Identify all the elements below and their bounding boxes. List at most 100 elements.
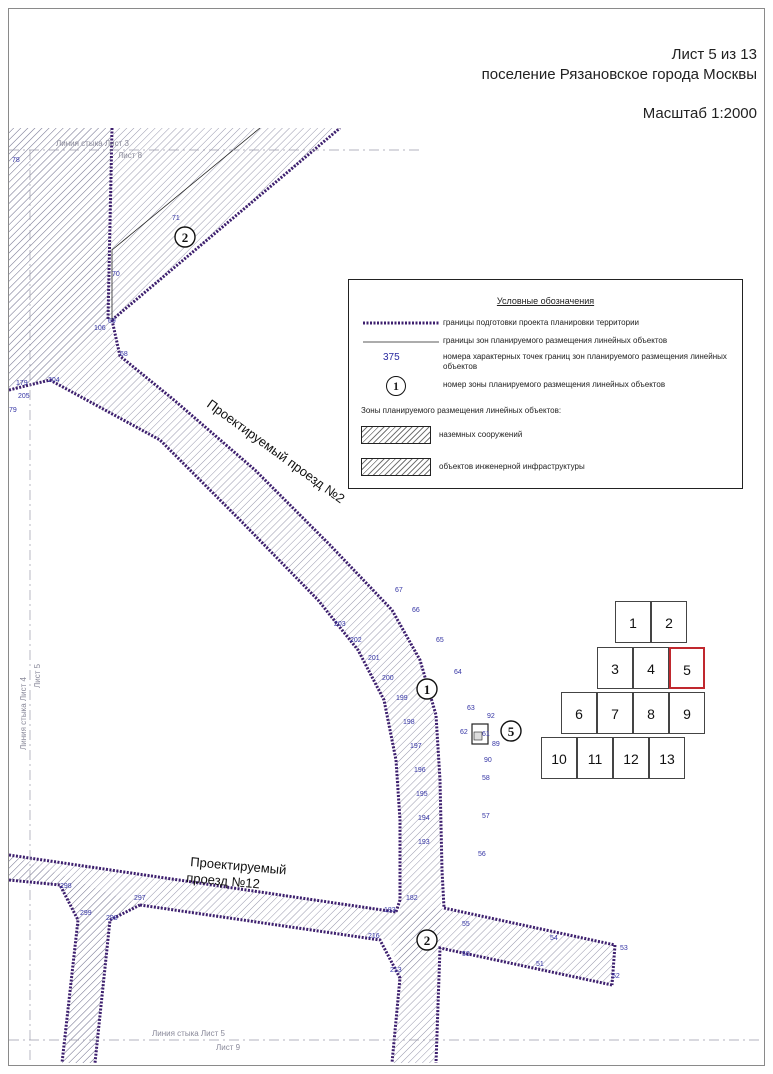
junction-label-bottom-sheet: Лист 9 — [216, 1043, 241, 1052]
svg-text:5: 5 — [508, 724, 515, 739]
point-label: 201 — [368, 655, 380, 662]
sheet-index-cell[interactable]: 4 — [633, 647, 669, 689]
point-label: 56 — [478, 851, 486, 858]
sheet-index-cell[interactable]: 1 — [615, 601, 651, 643]
point-label: 203 — [334, 621, 346, 628]
junction-label-bottom: Линия стыка Лист 5 — [152, 1029, 226, 1038]
legend-item-zone-number: номер зоны планируемого размещения линей… — [443, 380, 666, 389]
point-label: 297 — [134, 895, 146, 902]
legend-item-point-numbers: номера характерных точек границ зон план… — [443, 352, 727, 371]
svg-text:2: 2 — [182, 230, 189, 245]
sheet-index-cell[interactable]: 12 — [613, 737, 649, 779]
point-label: 51 — [536, 961, 544, 968]
legend-item-zone-boundary: границы зон планируемого размещения лине… — [443, 336, 668, 345]
svg-text:1: 1 — [424, 682, 431, 697]
sheet-index-cell[interactable]: 3 — [597, 647, 633, 689]
point-label: 89 — [492, 741, 500, 748]
sheet-index-cell[interactable]: 6 — [561, 692, 597, 734]
legend-zones-title: Зоны планируемого размещения линейных об… — [361, 406, 562, 415]
point-label: 194 — [418, 815, 430, 822]
point-label: 57 — [482, 813, 490, 820]
point-label: 50 — [462, 951, 470, 958]
sheet-index: 1 2 3 4 5 6 7 8 9 10 11 12 13 — [541, 601, 741, 781]
legend-zone-utility: объектов инженерной инфраструктуры — [439, 462, 585, 471]
left-strip-area — [9, 128, 112, 390]
boundary-road12-left-inner — [93, 903, 141, 1063]
zone-marker-2-bottom: 2 — [416, 929, 438, 951]
legend-point-sample: 375 — [383, 352, 400, 363]
boundary-road12-bottom — [139, 903, 402, 1063]
point-label: 78 — [12, 157, 20, 164]
junction-label-top-sheet: Лист 8 — [118, 151, 143, 160]
boundary-main-inner — [9, 378, 402, 913]
svg-text:2: 2 — [424, 933, 431, 948]
point-label: 298 — [106, 915, 118, 922]
point-label: 200 — [382, 675, 394, 682]
point-label: 106 — [94, 325, 106, 332]
legend-item-project-boundary: границы подготовки проекта планировки те… — [443, 318, 640, 327]
legend-boundary-symbol — [363, 321, 439, 325]
junction-label-top: Линия стыка Лист 3 — [56, 139, 130, 148]
point-label: 70 — [112, 271, 120, 278]
zone-5-structure-inner — [473, 731, 483, 741]
point-label: 54 — [550, 935, 558, 942]
legend-zone-line-symbol — [363, 341, 439, 343]
sheet-index-cell[interactable]: 10 — [541, 737, 577, 779]
point-label: 205 — [18, 393, 30, 400]
zone-line-top — [111, 128, 261, 251]
point-label: 199 — [396, 695, 408, 702]
point-label: 202 — [350, 637, 362, 644]
sheet-frame — [8, 8, 765, 1066]
boundary-road12-left — [9, 878, 80, 1063]
sheet-index-cell[interactable]: 11 — [577, 737, 613, 779]
sheet-index-cell[interactable]: 2 — [651, 601, 687, 643]
road-12-label-line2: проезд №12 — [186, 870, 261, 891]
road-12-area — [9, 855, 615, 1063]
legend-zone-number-sample: 1 — [386, 376, 406, 396]
point-label: 61 — [482, 731, 490, 738]
zone-marker-1: 1 — [416, 678, 438, 700]
sheet-index-cell-current[interactable]: 5 — [669, 647, 705, 689]
boundary-upper-diagonal — [111, 128, 341, 322]
point-label: 65 — [436, 637, 444, 644]
point-label: 62 — [460, 729, 468, 736]
legend-zone-surface: наземных сооружений — [439, 430, 523, 439]
sheet-index-cell[interactable]: 8 — [633, 692, 669, 734]
legend-zone-surface-swatch — [361, 426, 431, 444]
point-label: 197 — [410, 743, 422, 750]
map-scale: Масштаб 1:2000 — [642, 105, 757, 122]
point-label: 193 — [418, 839, 430, 846]
point-label: 298 — [60, 883, 72, 890]
point-label: 92 — [487, 713, 495, 720]
point-label: 69 — [108, 318, 116, 325]
point-label: 196 — [414, 767, 426, 774]
boundary-left-vertical — [106, 128, 114, 321]
point-label: 52 — [612, 973, 620, 980]
point-label: 204 — [48, 377, 60, 384]
point-label: 58 — [482, 775, 490, 782]
sheet-index-cell[interactable]: 9 — [669, 692, 705, 734]
junction-label-left: Линия стыка Лист 4 — [19, 676, 28, 750]
zone-marker-2-top: 2 — [174, 226, 196, 248]
point-label: 63 — [467, 705, 475, 712]
point-label: 90 — [484, 757, 492, 764]
point-label: 216 — [368, 933, 380, 940]
point-label: 198 — [403, 719, 415, 726]
zone-marker-5: 5 — [500, 720, 522, 742]
settlement-name: поселение Рязановское города Москвы — [481, 66, 757, 83]
point-label: 195 — [416, 791, 428, 798]
sheet-number: Лист 5 из 13 — [671, 46, 757, 63]
point-label: 53 — [620, 945, 628, 952]
point-labels: 78 71 70 106 69 68 179 204 205 79 67 66 … — [9, 157, 628, 980]
junction-label-left-sheet: Лист 5 — [33, 663, 42, 688]
legend-zone-utility-swatch — [361, 458, 431, 476]
sheet-index-cell[interactable]: 7 — [597, 692, 633, 734]
point-label: 64 — [454, 669, 462, 676]
sheet-index-cell[interactable]: 13 — [649, 737, 685, 779]
point-label: 179 — [16, 380, 28, 387]
legend: Условные обозначения границы подготовки … — [348, 279, 743, 489]
zone-2-top-area — [9, 128, 442, 1063]
legend-title: Условные обозначения — [496, 296, 595, 306]
point-label: 66 — [412, 607, 420, 614]
